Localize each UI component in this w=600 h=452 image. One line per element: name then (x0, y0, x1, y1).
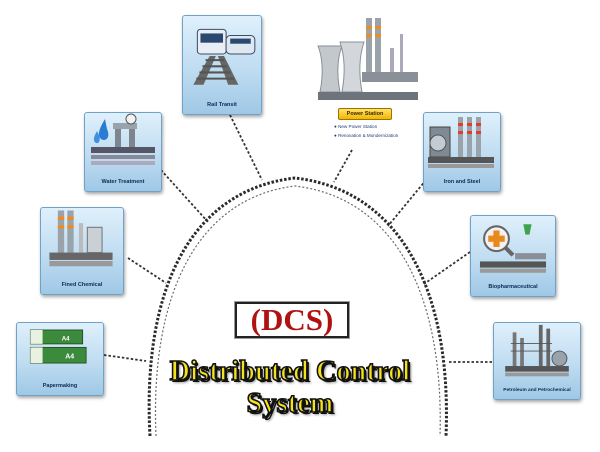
card-biopharmaceutical: Biopharmaceutical (470, 215, 556, 297)
svg-text:A4: A4 (65, 354, 74, 361)
power-station-item: ● Renovation & Mondernization (334, 133, 399, 138)
svg-text:A4: A4 (62, 335, 70, 342)
card-petroleum: Petroleum and Petrochemical (493, 322, 581, 400)
connector-power (333, 149, 353, 183)
card-papermaking: A4 A4 Papermaking (16, 322, 104, 396)
card-label: Biopharmaceutical (488, 284, 538, 290)
power-station-item-text: New Power Station (338, 124, 378, 129)
dcs-acronym-box: (DCS) (235, 302, 349, 338)
arch-outer (147, 176, 448, 437)
card-iron-and-steel: Iron and Steel (423, 112, 501, 192)
power-plant-icon (317, 18, 418, 100)
card-label: Rail Transit (207, 102, 237, 108)
card-label: Petroleum and Petrochemical (503, 388, 571, 393)
refinery-icon (505, 324, 569, 377)
connector-iron (387, 179, 427, 227)
card-label: Iron and Steel (443, 179, 481, 185)
pharma-icon (479, 224, 547, 273)
card-fined-chemical: Fined Chemical (40, 207, 124, 295)
chemical-plant-icon (49, 210, 113, 267)
card-rail-transit: Rail Transit (182, 15, 262, 115)
connector-chemical (127, 257, 167, 284)
connector-bio (423, 251, 471, 285)
card-label: Fined Chemical (61, 282, 103, 288)
dcs-title: Distributed Control System (169, 355, 411, 420)
dcs-acronym: (DCS) (250, 302, 334, 337)
card-label: Water Treatment (101, 179, 145, 185)
arch-inner (154, 185, 441, 437)
paper-ream-icon: A4 A4 (29, 329, 87, 364)
power-station-item-text: Renovation & Mondernization (338, 133, 399, 138)
connector-water (160, 169, 209, 223)
power-station-label: Power Station (338, 108, 392, 120)
power-station-item: ● New Power Station (334, 124, 378, 129)
water-valve-icon (91, 113, 155, 165)
connector-rail (229, 114, 263, 181)
power-station-group (312, 12, 424, 162)
train-icon (193, 28, 256, 85)
card-label: Papermaking (42, 383, 78, 389)
card-water-treatment: Water Treatment (84, 112, 162, 192)
steel-mill-icon (428, 117, 494, 168)
